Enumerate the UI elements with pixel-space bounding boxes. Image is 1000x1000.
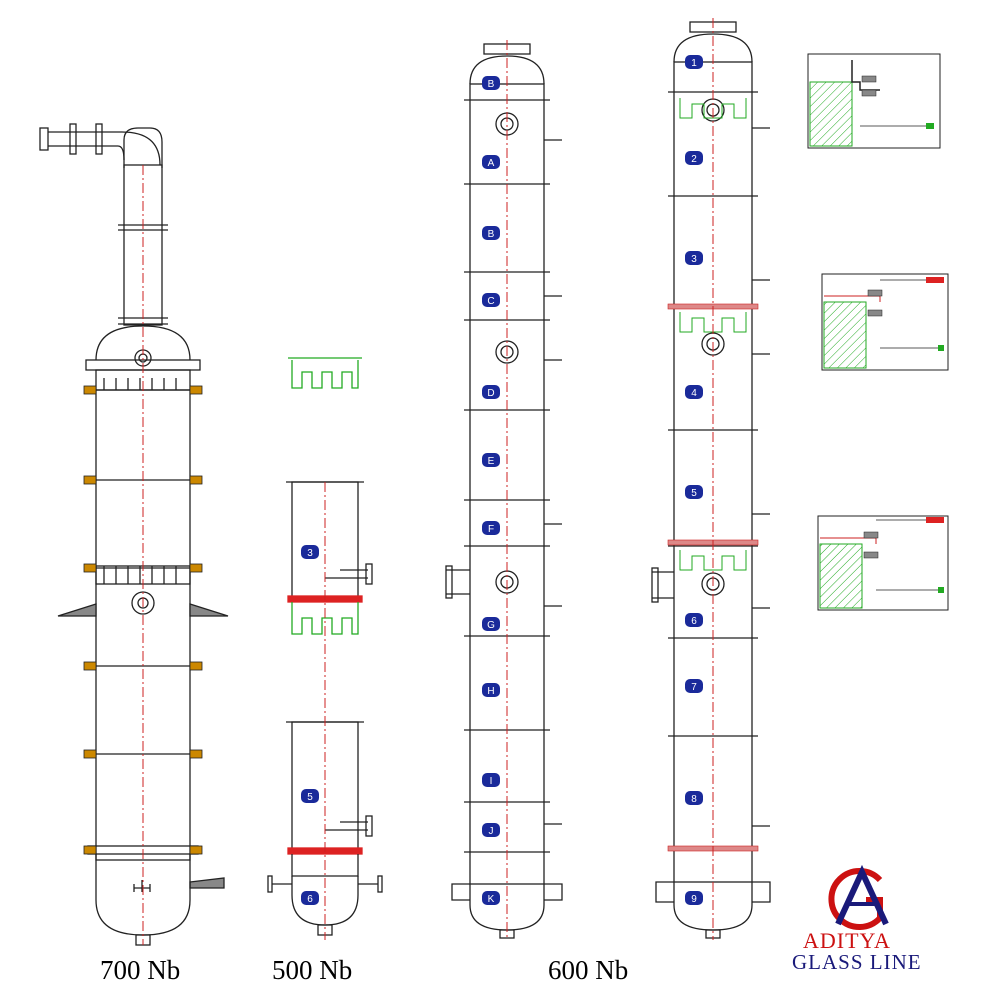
svg-text:D: D <box>487 388 494 399</box>
svg-text:K: K <box>488 894 495 905</box>
svg-text:B: B <box>488 79 495 90</box>
column-600nb-b <box>651 21 771 939</box>
logo-text-aditya: ADITYA <box>803 928 891 953</box>
svg-text:F: F <box>488 524 494 535</box>
section-tag-600b-4: 5 <box>685 485 703 499</box>
svg-text:5: 5 <box>691 488 697 499</box>
svg-text:6: 6 <box>307 894 313 905</box>
svg-text:6: 6 <box>691 616 697 627</box>
section-tag-600a-6: F <box>482 521 500 535</box>
section-tag-600a-2: B <box>482 226 500 240</box>
svg-text:B: B <box>488 229 495 240</box>
section-tag-600b-0: 1 <box>685 55 703 69</box>
caption-600nb: 600 Nb <box>548 955 629 985</box>
section-tag-600a-3: C <box>482 293 500 307</box>
section-tag-600b-5: 6 <box>685 613 703 627</box>
aditya-logo-mark <box>828 864 889 930</box>
section-tag-600a-4: D <box>482 385 500 399</box>
section-tag-600b-6: 7 <box>685 679 703 693</box>
svg-text:8: 8 <box>691 794 697 805</box>
svg-text:2: 2 <box>691 154 697 165</box>
section-tag-500-2: 6 <box>301 891 319 905</box>
caption-700nb: 700 Nb <box>100 955 181 985</box>
section-tag-600a-9: I <box>482 773 500 787</box>
section-tag-600a-7: G <box>482 617 500 631</box>
svg-text:E: E <box>488 456 495 467</box>
section-tag-500-0: 3 <box>301 545 319 559</box>
svg-text:1: 1 <box>691 58 697 69</box>
svg-text:H: H <box>487 686 494 697</box>
svg-text:J: J <box>489 826 494 837</box>
svg-text:C: C <box>487 296 494 307</box>
svg-text:A: A <box>488 158 495 169</box>
section-tag-600a-10: J <box>482 823 500 837</box>
caption-500nb: 500 Nb <box>272 955 353 985</box>
flanges-700nb <box>83 385 203 855</box>
detail-box-2 <box>821 273 949 371</box>
svg-text:5: 5 <box>307 792 313 803</box>
detail-box-3 <box>817 515 949 611</box>
column-600nb-a <box>445 43 563 939</box>
svg-text:3: 3 <box>307 548 313 559</box>
svg-text:4: 4 <box>691 388 697 399</box>
section-tag-600b-8: 9 <box>685 891 703 905</box>
section-tag-600b-1: 2 <box>685 151 703 165</box>
svg-text:3: 3 <box>691 254 697 265</box>
section-tag-600b-7: 8 <box>685 791 703 805</box>
section-tag-600a-5: E <box>482 453 500 467</box>
svg-text:I: I <box>490 776 493 787</box>
section-tag-600a-1: A <box>482 155 500 169</box>
section-tag-600a-8: H <box>482 683 500 697</box>
section-tag-600a-0: B <box>482 76 500 90</box>
svg-text:9: 9 <box>691 894 697 905</box>
logo-text-glass-line: GLASS LINE <box>792 950 922 974</box>
svg-text:G: G <box>487 620 495 631</box>
detail-box-1 <box>807 53 941 149</box>
section-tag-600b-2: 3 <box>685 251 703 265</box>
section-tags: B A B C D E F G H I J K 1 2 3 4 5 6 7 8 9 3 5 6 <box>301 55 703 905</box>
svg-text:7: 7 <box>691 682 697 693</box>
column-700nb <box>39 123 229 946</box>
section-tag-500-1: 5 <box>301 789 319 803</box>
section-tag-600a-11: K <box>482 891 500 905</box>
section-tag-600b-3: 4 <box>685 385 703 399</box>
